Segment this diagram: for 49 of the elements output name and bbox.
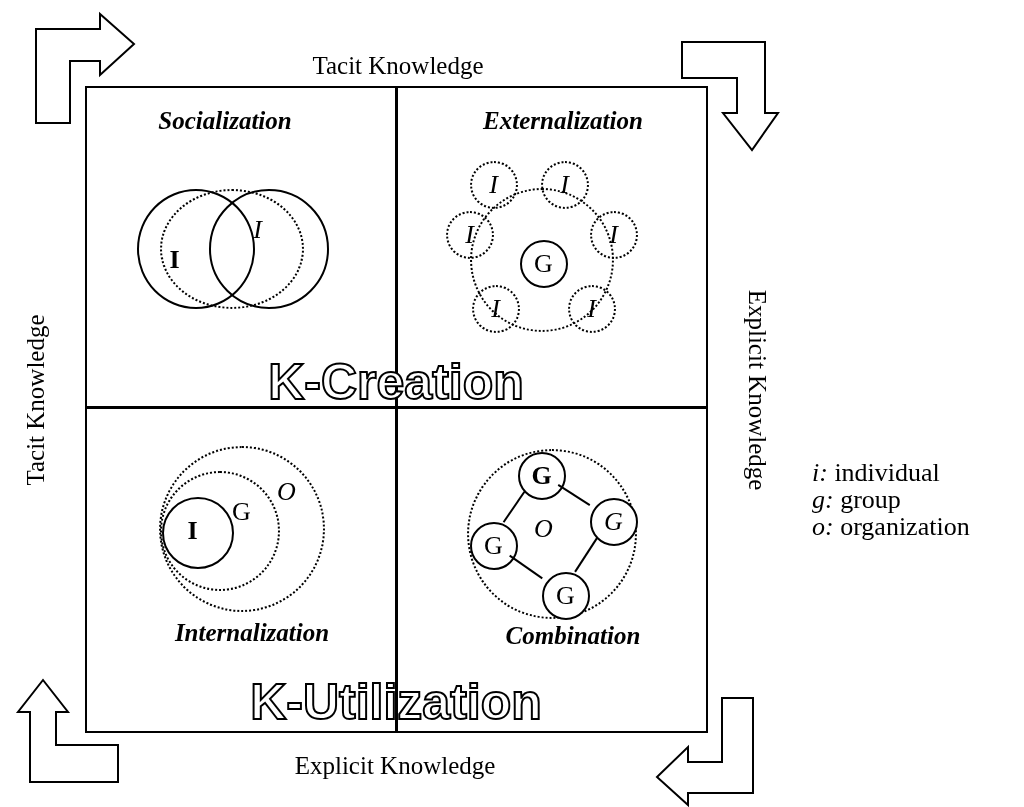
circle-node xyxy=(470,522,518,570)
dotted-circle-node xyxy=(568,285,616,333)
axis-caption: Explicit Knowledge xyxy=(294,752,496,778)
circle-node xyxy=(518,452,566,500)
dotted-circle-node xyxy=(541,161,589,209)
circle-letter: G xyxy=(534,250,553,277)
quadrant-heading: Socialization xyxy=(158,107,292,133)
circle-node xyxy=(590,498,638,546)
dotted-circle-node xyxy=(472,285,520,333)
circle-letter: I xyxy=(491,295,500,322)
dotted-circle-node xyxy=(160,471,280,591)
circle-letter: I xyxy=(609,221,618,248)
circle-node xyxy=(542,572,590,620)
circle-letter: G xyxy=(556,582,575,609)
circle-letter: G xyxy=(604,508,623,535)
circle-letter: I xyxy=(560,171,569,198)
key-entry: o: organization xyxy=(812,514,970,540)
quadrant-heading: Combination xyxy=(505,622,641,648)
dotted-circle-node xyxy=(467,449,637,619)
key-entry: i: individual xyxy=(812,460,940,486)
connector-line xyxy=(502,490,526,524)
circle-letter: G xyxy=(531,462,552,489)
circle-letter: G xyxy=(484,532,503,559)
circle-node xyxy=(137,189,255,309)
dotted-circle-node xyxy=(446,211,494,259)
circle-letter: I xyxy=(187,517,198,544)
dotted-circle-node xyxy=(590,211,638,259)
circle-node xyxy=(209,189,329,309)
circle-letter: O xyxy=(277,478,296,505)
connector-line xyxy=(508,554,544,580)
connector-line xyxy=(557,483,591,507)
circle-letter: G xyxy=(232,498,251,525)
quadrant-heading: Internalization xyxy=(174,619,330,645)
axis-caption: Explicit Knowledge xyxy=(744,289,770,491)
circle-node xyxy=(162,497,234,569)
connector-line xyxy=(574,537,598,573)
axis-caption: Tacit Knowledge xyxy=(312,52,484,78)
circle-node xyxy=(520,240,568,288)
circle-letter: I xyxy=(253,216,262,243)
circle-letter: I xyxy=(465,221,474,248)
dotted-circle xyxy=(160,189,304,309)
circle-letter: I xyxy=(489,171,498,198)
quadrant-heading: Externalization xyxy=(483,107,643,133)
axis-caption: Tacit Knowledge xyxy=(22,314,48,486)
dotted-circle-node xyxy=(159,446,325,612)
dotted-circle-node xyxy=(470,161,518,209)
key-entry: g: group xyxy=(812,487,901,513)
circle-letter: I xyxy=(169,246,180,273)
circle-letter: O xyxy=(534,515,553,542)
